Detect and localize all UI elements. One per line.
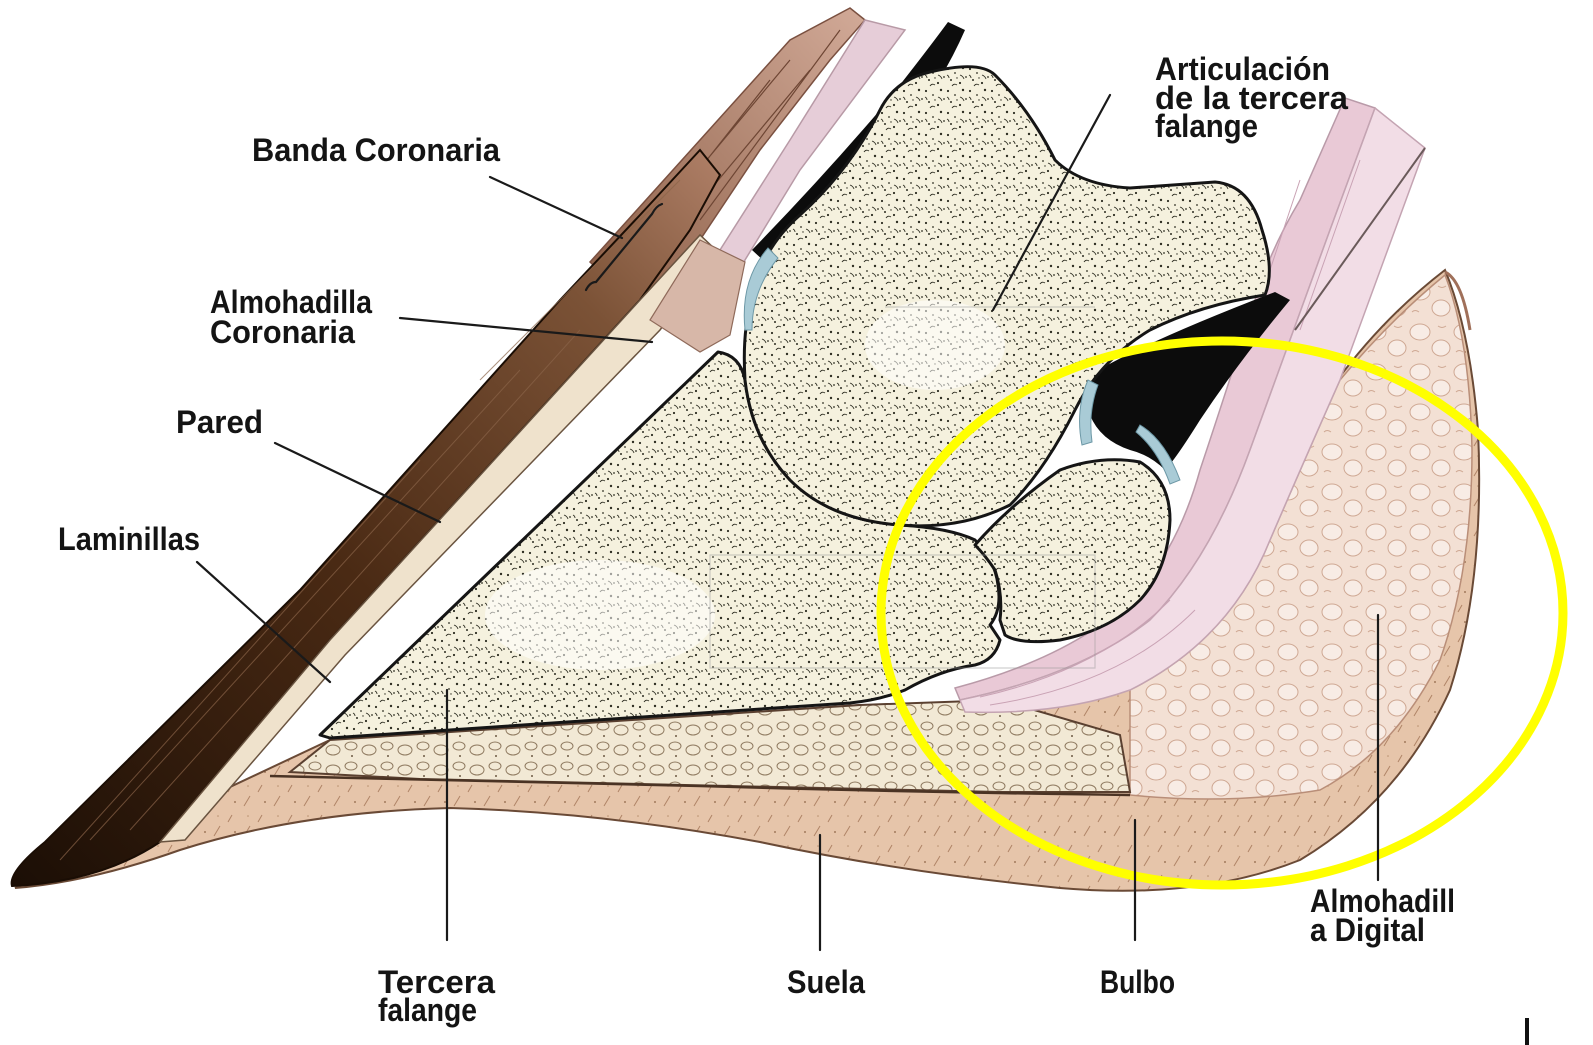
leader-line-banda-coronaria: [490, 177, 622, 238]
label-laminillas: Laminillas: [58, 521, 200, 557]
label-suela: Suela: [787, 964, 865, 1000]
label-articulacion-line3: falange: [1155, 108, 1258, 144]
label-banda-coronaria: Banda Coronaria: [252, 132, 500, 168]
label-tercera-falange-line2: falange: [378, 992, 477, 1028]
label-bulbo: Bulbo: [1100, 964, 1175, 1000]
label-almohadilla-coronaria-line2: Coronaria: [210, 314, 355, 350]
corner-mark: [1525, 1018, 1529, 1045]
third-phalanx-highlight: [485, 560, 715, 670]
label-pared: Pared: [176, 404, 263, 440]
label-almohadilla-digital-line2: a Digital: [1310, 912, 1425, 948]
second-phalanx-highlight: [865, 300, 1005, 390]
